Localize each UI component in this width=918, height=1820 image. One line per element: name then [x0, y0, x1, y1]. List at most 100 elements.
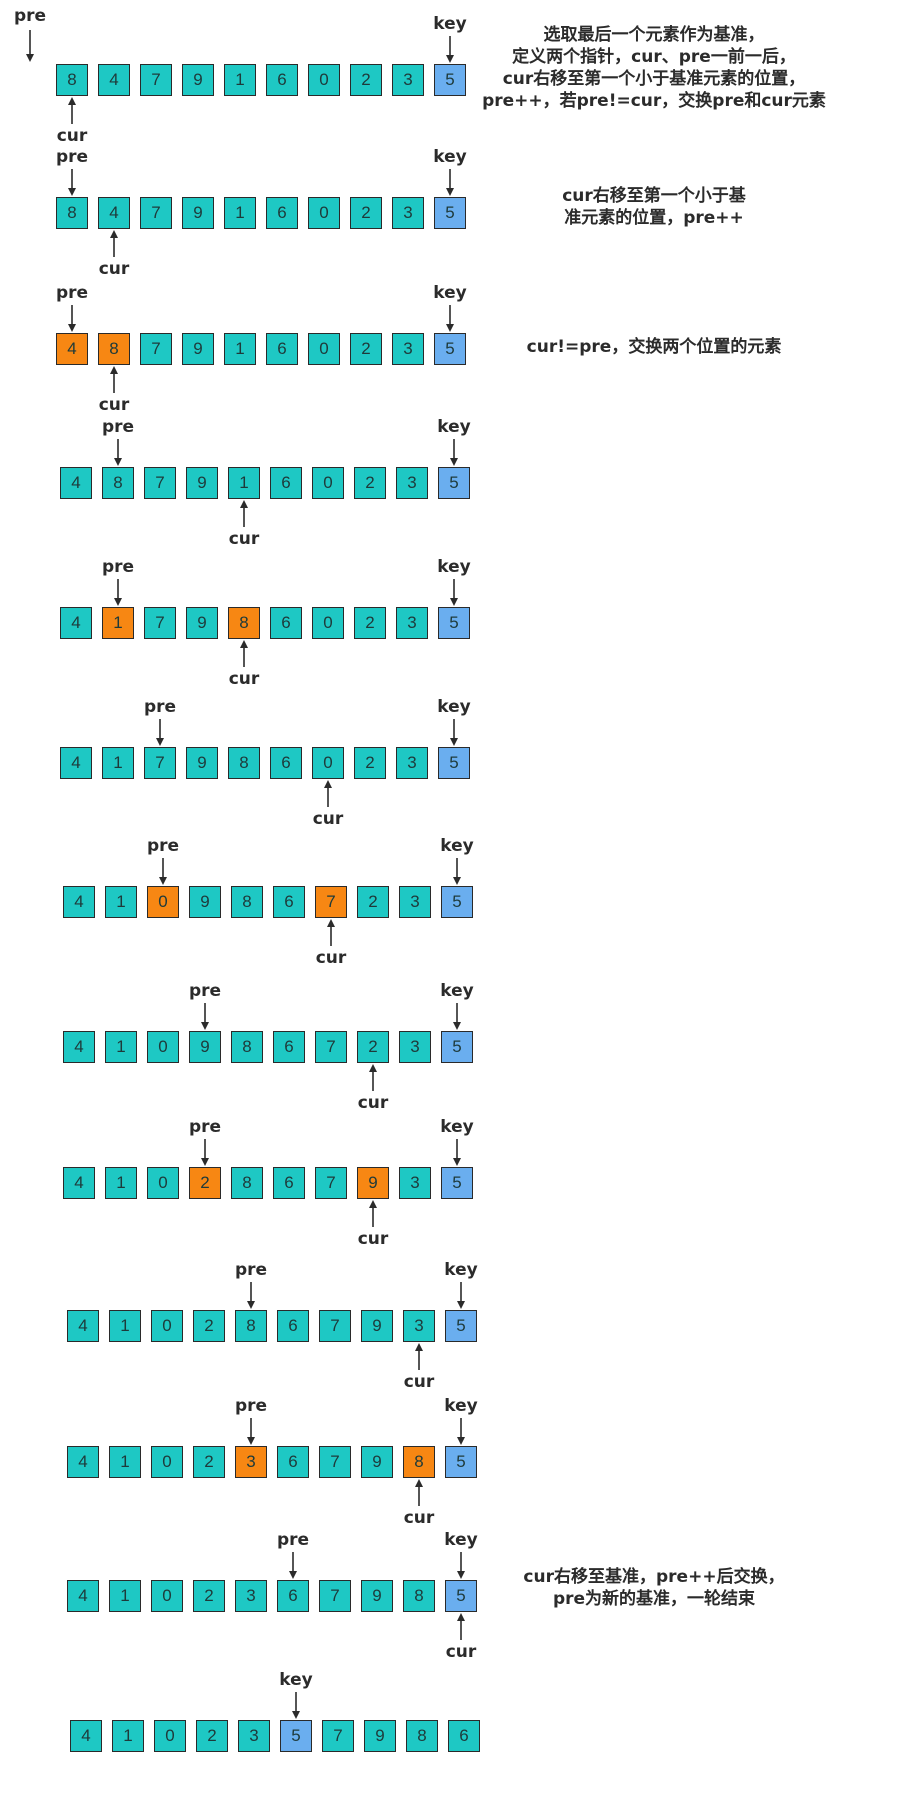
explanation-line: pre++，若pre!=cur，交换pre和cur元素: [482, 91, 826, 111]
pre-label-row-3: pre: [101, 417, 135, 437]
array-cell: 4: [60, 747, 92, 779]
array-cell: 6: [266, 197, 298, 229]
array-cell: 9: [361, 1310, 393, 1342]
explanation-line: pre为新的基准，一轮结束: [552, 1589, 756, 1609]
array-cell: 7: [140, 333, 172, 365]
array-cell: 9: [364, 1720, 396, 1752]
array-cell: 6: [277, 1446, 309, 1478]
array-cell: 9: [361, 1580, 393, 1612]
array-cell: 6: [273, 1167, 305, 1199]
cur-label-row-6: cur: [315, 948, 347, 968]
array-cell: 4: [63, 1031, 95, 1063]
array-cell: 6: [266, 64, 298, 96]
explanation-line: cur!=pre，交换两个位置的元素: [526, 337, 782, 357]
array-cell: 5: [438, 607, 470, 639]
array-cell: 5: [438, 467, 470, 499]
cur-label-row-9: cur: [403, 1372, 435, 1392]
cur-label-row-3: cur: [228, 529, 260, 549]
array-cell: 9: [189, 886, 221, 918]
array-cell: 8: [228, 747, 260, 779]
array-cell: 7: [319, 1580, 351, 1612]
array-cell: 0: [308, 333, 340, 365]
key-label-row-3: key: [437, 417, 471, 437]
key-label-row-5: key: [437, 697, 471, 717]
array-cell: 7: [315, 1167, 347, 1199]
array-cell: 7: [140, 64, 172, 96]
array-cell: 8: [231, 1167, 263, 1199]
explanation-note: cur右移至基准，pre++后交换，pre为新的基准，一轮结束: [523, 1566, 784, 1610]
array-cell: 2: [193, 1580, 225, 1612]
array-cell: 4: [67, 1446, 99, 1478]
array-cell: 0: [147, 1167, 179, 1199]
array-cell: 7: [322, 1720, 354, 1752]
array-cell: 9: [186, 747, 218, 779]
array-cell: 5: [434, 64, 466, 96]
array-cell: 9: [182, 64, 214, 96]
array-cell: 7: [144, 467, 176, 499]
array-cell: 0: [308, 64, 340, 96]
array-cell: 9: [182, 197, 214, 229]
cur-label-row-1: cur: [98, 259, 130, 279]
array-cell: 0: [308, 197, 340, 229]
cur-label-row-10: cur: [403, 1508, 435, 1528]
array-cell: 0: [151, 1580, 183, 1612]
array-cell: 7: [144, 607, 176, 639]
array-cell: 9: [189, 1031, 221, 1063]
array-cell: 8: [403, 1580, 435, 1612]
array-cell: 6: [270, 607, 302, 639]
array-cell: 3: [392, 64, 424, 96]
array-cell: 7: [315, 1031, 347, 1063]
array-cell: 3: [399, 886, 431, 918]
array-cell: 8: [403, 1446, 435, 1478]
array-cell: 9: [186, 467, 218, 499]
array-cell: 3: [235, 1580, 267, 1612]
array-cell: 3: [399, 1167, 431, 1199]
array-cell: 5: [441, 1167, 473, 1199]
array-cell: 0: [147, 886, 179, 918]
array-cell: 1: [109, 1446, 141, 1478]
array-cell: 0: [151, 1446, 183, 1478]
array-cell: 8: [406, 1720, 438, 1752]
array-cell: 2: [350, 333, 382, 365]
array-cell: 8: [228, 607, 260, 639]
pre-label-row-2: pre: [55, 283, 89, 303]
pre-label-row-10: pre: [234, 1396, 268, 1416]
array-cell: 2: [350, 64, 382, 96]
explanation-line: cur右移至基准，pre++后交换，: [523, 1567, 785, 1587]
explanation-note: cur!=pre，交换两个位置的元素: [527, 336, 782, 358]
key-label-row-4: key: [437, 557, 471, 577]
array-cell: 8: [231, 886, 263, 918]
pre-label-row-8: pre: [188, 1117, 222, 1137]
array-cell: 4: [63, 886, 95, 918]
array-cell: 0: [151, 1310, 183, 1342]
key-label-row-8: key: [440, 1117, 474, 1137]
array-cell: 0: [312, 467, 344, 499]
array-cell: 2: [354, 467, 386, 499]
array-cell: 8: [102, 467, 134, 499]
array-cell: 3: [403, 1310, 435, 1342]
array-cell: 0: [154, 1720, 186, 1752]
explanation-line: 选取最后一个元素作为基准，: [543, 25, 765, 45]
array-cell: 0: [312, 607, 344, 639]
array-cell: 3: [392, 333, 424, 365]
key-label-row-7: key: [440, 981, 474, 1001]
array-cell: 1: [228, 467, 260, 499]
array-cell: 4: [70, 1720, 102, 1752]
array-cell: 8: [235, 1310, 267, 1342]
array-cell: 3: [392, 197, 424, 229]
explanation-note: 选取最后一个元素作为基准，定义两个指针，cur、pre一前一后，cur右移至第一…: [482, 24, 826, 112]
array-cell: 5: [434, 197, 466, 229]
array-cell: 2: [193, 1310, 225, 1342]
array-cell: 1: [224, 197, 256, 229]
array-cell: 4: [60, 607, 92, 639]
array-cell: 5: [434, 333, 466, 365]
array-cell: 3: [238, 1720, 270, 1752]
array-cell: 7: [319, 1310, 351, 1342]
key-label-row-2: key: [433, 283, 467, 303]
pre-label-row-1: pre: [55, 147, 89, 167]
array-cell: 2: [350, 197, 382, 229]
array-cell: 6: [448, 1720, 480, 1752]
array-cell: 6: [273, 886, 305, 918]
array-cell: 2: [357, 886, 389, 918]
